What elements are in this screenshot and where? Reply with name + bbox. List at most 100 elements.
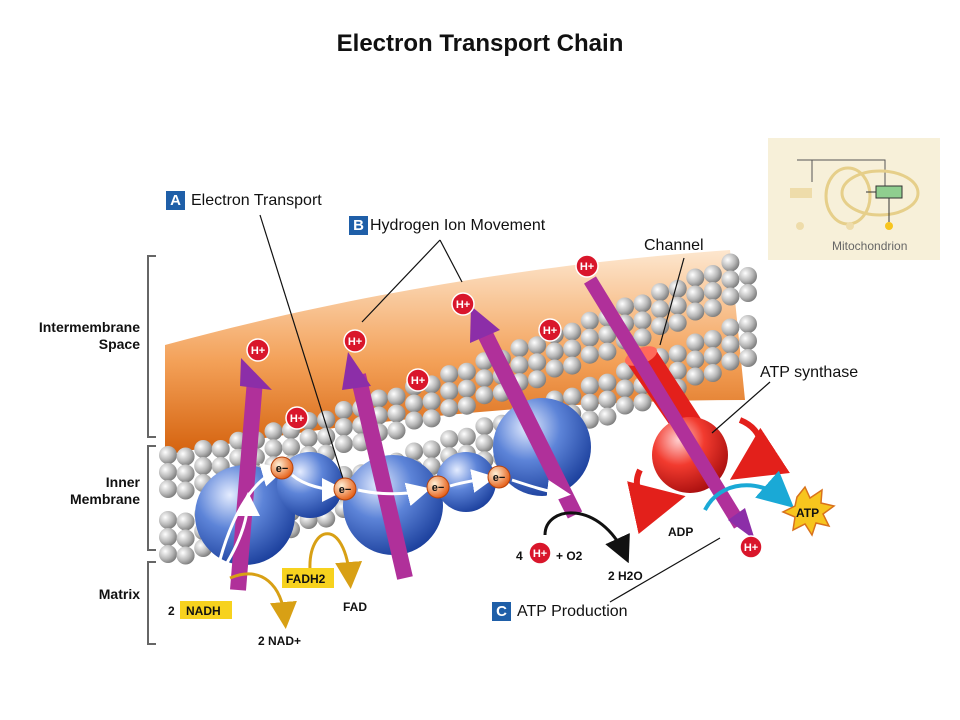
nadh-coefficient: 2 xyxy=(168,604,175,618)
hydrogen-ion: H+ xyxy=(538,318,562,342)
svg-text:H+: H+ xyxy=(348,336,362,348)
fadh2-box xyxy=(282,568,334,588)
phospholipid-bead xyxy=(580,328,599,347)
phospholipid-bead xyxy=(510,339,529,358)
phospholipid-bead xyxy=(598,325,617,344)
fadh2-label: FADH2 xyxy=(286,572,326,586)
phospholipid-bead xyxy=(668,361,687,380)
phospholipid-bead xyxy=(194,457,213,475)
hydrogen-ion: H+ xyxy=(285,406,309,430)
phospholipid-bead xyxy=(721,287,740,306)
phospholipid-bead xyxy=(686,350,705,369)
phospholipid-bead xyxy=(334,435,353,453)
phospholipid-bead xyxy=(176,529,195,548)
phospholipid-bead xyxy=(440,365,459,384)
electrons: e−e−e−e− xyxy=(270,456,511,501)
label-intermembrane-space: Intermembrane Space xyxy=(0,319,140,353)
fadh2-to-fad-arrow xyxy=(308,532,363,589)
phospholipid-bead xyxy=(159,446,177,464)
phospholipid-bead xyxy=(299,429,318,447)
phospholipid-bead xyxy=(686,333,705,352)
svg-text:H+: H+ xyxy=(290,413,304,425)
phospholipid-bead xyxy=(422,440,441,459)
phospholipid-bead xyxy=(387,387,406,406)
phospholipid-bead xyxy=(211,440,230,458)
phospholipid-bead xyxy=(405,411,424,430)
phospholipid-bead xyxy=(580,376,599,395)
phospholipid-bead xyxy=(563,356,582,375)
phospholipid-bead xyxy=(317,410,336,429)
hydrogen-ion: H+ xyxy=(246,338,270,362)
badge-b: B xyxy=(349,216,368,235)
phospholipid-bead xyxy=(528,370,547,389)
label-hydrogen-ion-movement-text: Hydrogen Ion Movement xyxy=(370,217,546,234)
phospholipid-bead xyxy=(159,545,177,563)
phospholipid-bead xyxy=(721,318,740,337)
phospholipid-bead xyxy=(422,392,441,411)
rotation-arrow-right xyxy=(729,417,790,480)
label-electron-transport-text: Electron Transport xyxy=(191,192,322,209)
hydrogen-ion: H+ xyxy=(406,368,430,392)
svg-text:H+: H+ xyxy=(456,299,470,311)
phospholipid-bead xyxy=(580,311,599,330)
phospholipid-bead xyxy=(721,352,740,371)
label-inner-line1: Inner xyxy=(105,474,140,490)
phospholipid-bead xyxy=(686,268,705,287)
phospholipid-bead xyxy=(334,401,353,419)
label-inner-membrane: Inner Membrane xyxy=(0,474,140,508)
label-intermembrane-line1: Intermembrane xyxy=(38,319,140,335)
label-atp-synthase: ATP synthase xyxy=(760,364,859,381)
hydrogen-ions: H+H+H+H+H+H+H+H+H+ xyxy=(246,254,763,565)
nadh-to-nad-arrow xyxy=(229,572,297,629)
label-electron-transport: A Electron Transport xyxy=(166,191,322,210)
pointer-lines xyxy=(259,214,771,603)
phospholipid-bead xyxy=(703,364,722,382)
phospholipid-bead xyxy=(616,297,634,316)
phospholipid-bead xyxy=(633,294,652,313)
atp-label: ATP xyxy=(796,506,819,520)
phospholipid-bead xyxy=(739,349,757,367)
phospholipid-bead xyxy=(580,393,599,412)
phospholipid-bead xyxy=(598,390,617,409)
phospholipid-bead xyxy=(440,399,459,418)
phospholipid-bead xyxy=(457,379,476,398)
phospholipid-bead xyxy=(159,463,177,481)
proton-arrow-heads xyxy=(240,306,500,390)
rotation-arrow-left xyxy=(627,468,686,535)
inset-caption: Mitochondrion xyxy=(832,239,907,253)
phospholipid-bead xyxy=(405,442,424,461)
phospholipid-bead xyxy=(457,427,476,446)
phospholipid-bead xyxy=(405,394,424,413)
nad-label: 2 NAD+ xyxy=(258,634,301,648)
phospholipid-bead xyxy=(317,427,336,446)
electron: e− xyxy=(270,456,294,480)
phospholipid-bead xyxy=(633,311,652,330)
phospholipid-bead xyxy=(721,335,740,354)
phospholipid-bead xyxy=(176,481,195,500)
nadh-label: NADH xyxy=(186,604,221,618)
oxygen-water-arrow xyxy=(543,511,630,564)
page-title: Electron Transport Chain xyxy=(336,30,624,57)
badge-a: A xyxy=(166,191,185,210)
phospholipid-bead xyxy=(457,396,476,415)
phospholipid-bead xyxy=(159,480,177,498)
phospholipid-bead xyxy=(703,347,722,365)
phospholipid-bead xyxy=(703,330,722,348)
phospholipid-bead xyxy=(651,283,670,302)
phospholipid-bead xyxy=(598,407,617,426)
phospholipid-bead xyxy=(264,422,283,441)
phospholipid-bead xyxy=(510,356,529,375)
phospholipid-bead xyxy=(545,359,564,378)
phospholipid-bead xyxy=(651,300,670,319)
phospholipid-bead xyxy=(668,279,687,298)
oxygen-label: + O2 xyxy=(556,549,583,563)
svg-text:H+: H+ xyxy=(543,325,557,337)
phospholipid-bead xyxy=(457,362,476,381)
electron: e− xyxy=(426,475,450,499)
bracket-matrix xyxy=(147,561,156,645)
phospholipid-bead xyxy=(668,296,687,315)
phospholipid-bead xyxy=(668,344,687,363)
svg-text:e−: e− xyxy=(276,463,289,475)
